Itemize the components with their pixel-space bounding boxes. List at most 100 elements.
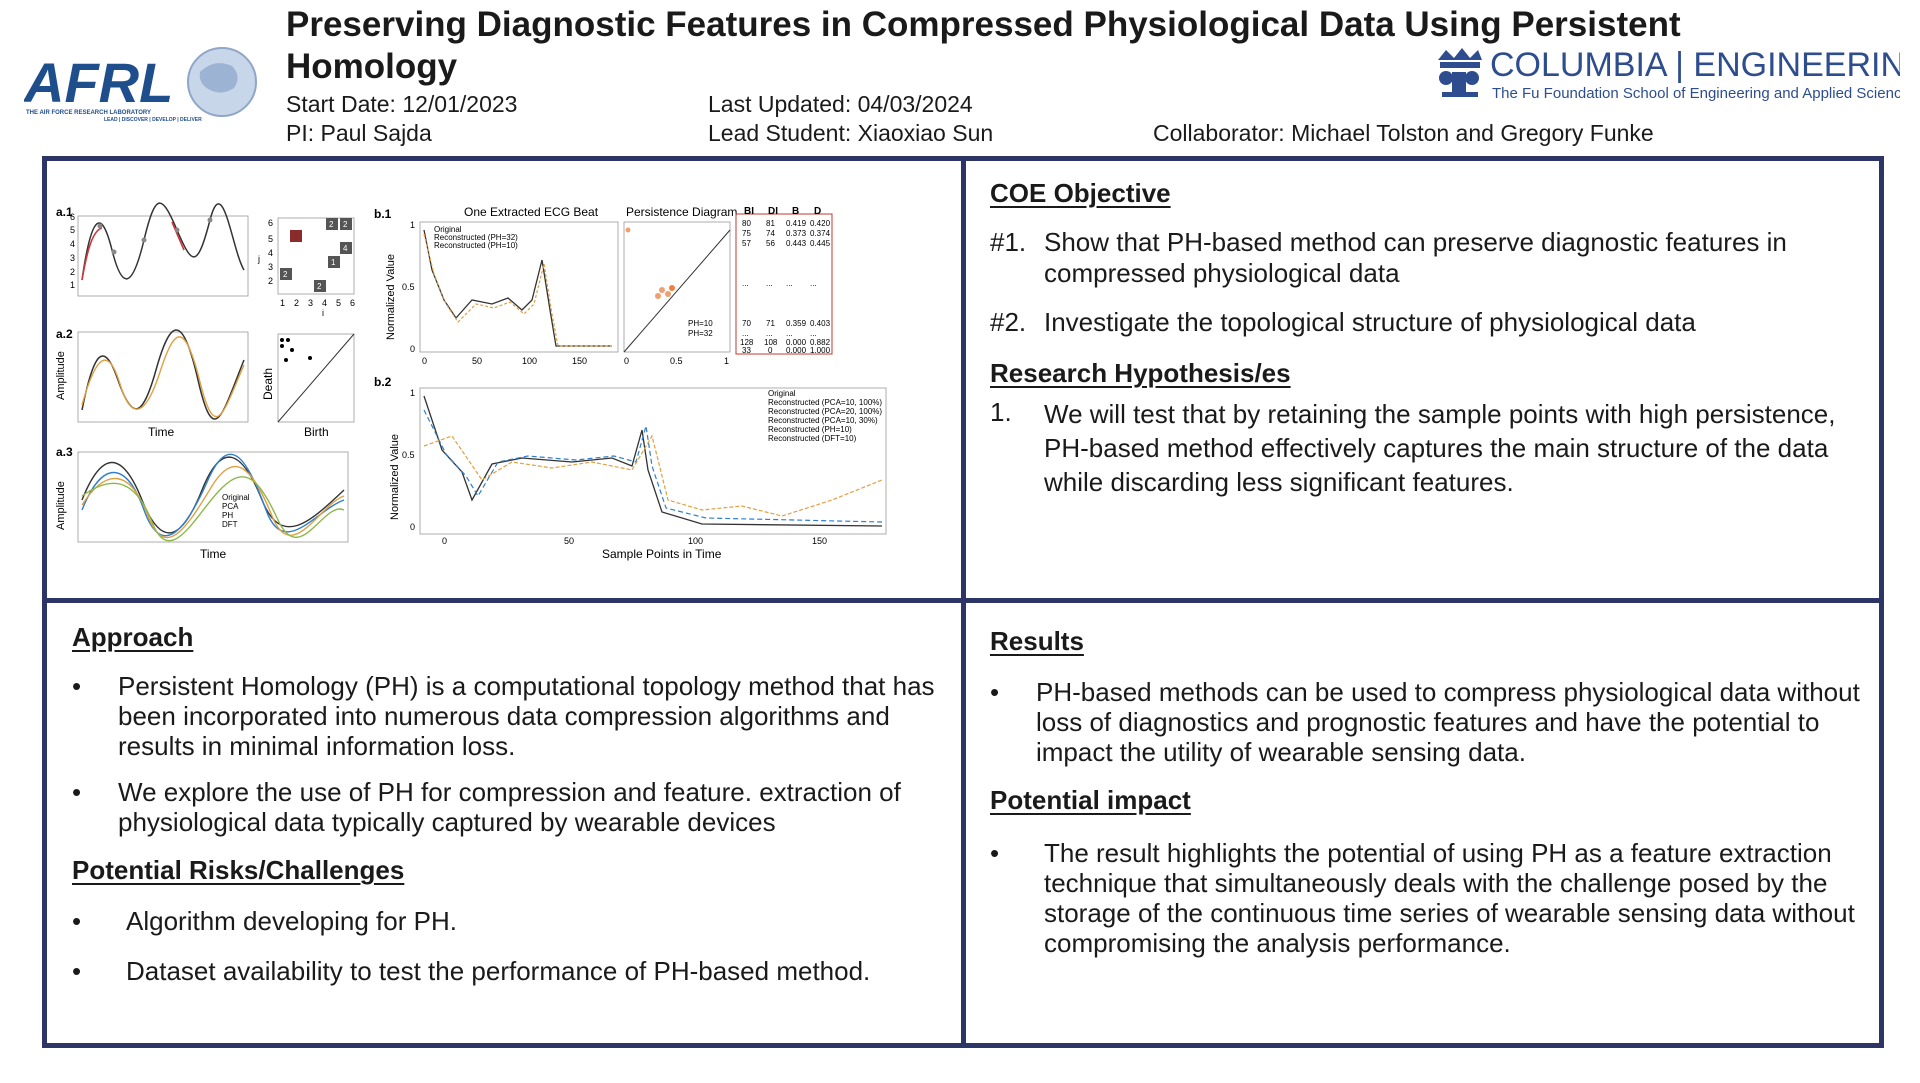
- svg-text:0: 0: [624, 356, 629, 366]
- svg-text:DI: DI: [768, 206, 778, 217]
- panel-a1: a.1 1 2 3 4 5 6: [56, 202, 249, 297]
- svg-text:2: 2: [294, 298, 299, 308]
- lead-student: Lead Student: Xiaoxiao Sun: [708, 120, 994, 146]
- svg-text:2: 2: [317, 282, 322, 291]
- afrl-motto: LEAD | DISCOVER | DEVELOP | DELIVER: [104, 117, 202, 123]
- svg-text:0: 0: [768, 346, 773, 355]
- impact-bullet: •The result highlights the potential of …: [990, 838, 1855, 958]
- columbia-name: COLUMBIA | ENGINEERING: [1490, 46, 1900, 84]
- svg-text:...: ...: [766, 329, 773, 338]
- svg-text:...: ...: [742, 329, 749, 338]
- svg-text:2: 2: [70, 267, 75, 277]
- ecg-title: One Extracted ECG Beat: [464, 205, 599, 219]
- risks-heading: Potential Risks/Challenges: [72, 855, 405, 885]
- svg-text:...: ...: [786, 329, 793, 338]
- objective-item: #2. Investigate the topological structur…: [990, 307, 1696, 337]
- svg-text:4: 4: [343, 244, 348, 253]
- svg-text:80: 80: [742, 219, 751, 228]
- svg-text:i: i: [322, 308, 324, 318]
- svg-text:2: 2: [268, 276, 273, 286]
- label-b1: b.1: [374, 207, 392, 221]
- risk-bullet: •Dataset availability to test the perfor…: [72, 956, 871, 986]
- label-a1: a.1: [56, 205, 73, 219]
- svg-text:0.000: 0.000: [786, 338, 807, 347]
- panel-a3: a.3 Original PCA PH DFT Time Amplitude: [55, 445, 349, 561]
- svg-text:Normalized Value: Normalized Value: [389, 434, 401, 520]
- last-updated: Last Updated: 04/03/2024: [708, 91, 973, 117]
- impact-heading: Potential impact: [990, 785, 1191, 815]
- svg-text:100: 100: [522, 356, 537, 366]
- svg-text:1: 1: [410, 388, 415, 398]
- svg-text:Original: Original: [434, 225, 462, 234]
- svg-text:Reconstructed (DFT=10): Reconstructed (DFT=10): [768, 434, 857, 443]
- svg-text:4: 4: [268, 248, 273, 258]
- table-row-3: ............: [742, 279, 817, 288]
- svg-text:57: 57: [742, 239, 751, 248]
- svg-text:BI: BI: [744, 206, 754, 217]
- svg-text:Original: Original: [768, 389, 796, 398]
- svg-text:6: 6: [70, 212, 75, 222]
- grid-y-ticks: 6 5 4 3 2: [268, 218, 273, 286]
- svg-text:0.374: 0.374: [810, 229, 831, 238]
- label-b2: b.2: [374, 375, 392, 389]
- approach-heading: Approach: [72, 622, 194, 652]
- afrl-wordmark: AFRL: [24, 51, 173, 114]
- svg-text:...: ...: [810, 279, 817, 288]
- b1-legend: Original Reconstructed (PH=32) Reconstru…: [434, 225, 518, 250]
- svg-text:128: 128: [740, 338, 754, 347]
- svg-text:1: 1: [724, 356, 729, 366]
- svg-text:...: ...: [742, 279, 749, 288]
- svg-text:1: 1: [410, 220, 415, 230]
- results-bullet: •PH-based methods can be used to compres…: [990, 677, 1860, 767]
- svg-text:0.443: 0.443: [786, 239, 807, 248]
- svg-text:Sample Points in Time: Sample Points in Time: [602, 547, 722, 561]
- svg-text:Amplitude: Amplitude: [55, 351, 67, 400]
- a3-legend: Original PCA PH DFT: [222, 493, 250, 529]
- svg-text:Reconstructed (PH=10): Reconstructed (PH=10): [434, 241, 518, 250]
- risk-bullet: •Algorithm developing for PH.: [72, 906, 457, 936]
- objective-item: #1. Show that PH-based method can preser…: [990, 227, 1787, 288]
- svg-text:0.373: 0.373: [786, 229, 807, 238]
- svg-text:6: 6: [350, 298, 355, 308]
- svg-text:33: 33: [742, 346, 751, 355]
- svg-text:1.000: 1.000: [810, 346, 831, 355]
- poster-title: Preserving Diagnostic Features in Compre…: [286, 5, 1681, 86]
- b2-x-ticks: 0 50 100 150: [442, 536, 827, 546]
- svg-text:Time: Time: [148, 425, 175, 439]
- objective-section: COE Objective #1. Show that PH-based met…: [990, 178, 1860, 499]
- approach-section: Approach •Persistent Homology (PH) is a …: [72, 622, 942, 986]
- afrl-tagline: THE AIR FORCE RESEARCH LABORATORY: [26, 110, 151, 116]
- svg-text:100: 100: [688, 536, 703, 546]
- svg-text:Amplitude: Amplitude: [55, 481, 67, 530]
- b2-y-ticks: 0 0.5 1: [402, 388, 415, 532]
- hypothesis-item: 1. We will test that by retaining the sa…: [990, 397, 1836, 497]
- panel-birth-death: Birth Death: [261, 333, 355, 439]
- svg-text:0.5: 0.5: [670, 356, 683, 366]
- approach-bullet: •Persistent Homology (PH) is a computati…: [72, 671, 935, 761]
- svg-text:Reconstructed (PCA=10, 30%): Reconstructed (PCA=10, 30%): [768, 416, 878, 425]
- svg-text:Birth: Birth: [304, 425, 329, 439]
- svg-text:0.882: 0.882: [810, 338, 831, 347]
- svg-text:Original: Original: [222, 493, 250, 502]
- label-a3: a.3: [56, 445, 73, 459]
- svg-text:50: 50: [472, 356, 482, 366]
- svg-text:0.5: 0.5: [402, 450, 415, 460]
- panel-a2: a.2 Time Amplitude: [55, 327, 249, 439]
- svg-text:2: 2: [283, 270, 288, 279]
- svg-text:0: 0: [422, 356, 427, 366]
- svg-text:PH=10: PH=10: [688, 319, 713, 328]
- svg-text:Reconstructed (PH=10): Reconstructed (PH=10): [768, 425, 852, 434]
- svg-text:71: 71: [766, 319, 775, 328]
- svg-text:0.420: 0.420: [810, 219, 831, 228]
- svg-text:0.419: 0.419: [786, 219, 807, 228]
- start-date: Start Date: 12/01/2023: [286, 91, 518, 117]
- b1-y-ticks: 0 0.5 1: [402, 220, 415, 354]
- svg-text:B: B: [792, 206, 799, 217]
- pd-title: Persistence Diagram: [626, 205, 737, 219]
- svg-text:...: ...: [766, 279, 773, 288]
